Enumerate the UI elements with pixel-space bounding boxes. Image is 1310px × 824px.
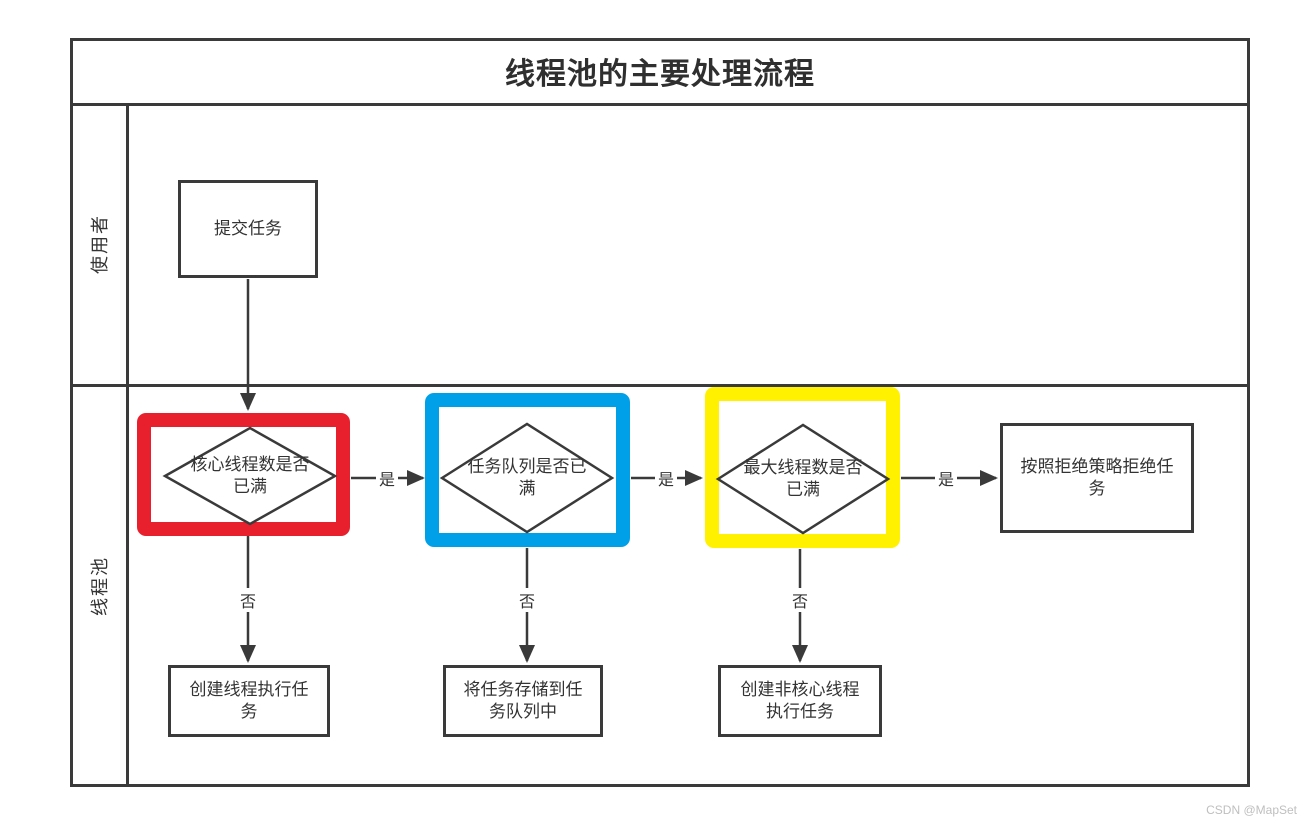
decision-task-queue-label: 任务队列是否已满: [467, 456, 587, 498]
decision-max-threads-label: 最大线程数是否已满: [743, 457, 863, 499]
decision-task-queue-diamond: [439, 422, 615, 534]
highlight-red-box: [137, 413, 350, 536]
edge-label-yes-2: 是: [654, 466, 678, 490]
node-create-noncore-thread: 创建非核心线程执行任务: [718, 665, 882, 737]
decision-max-threads-diamond: [715, 423, 891, 535]
decision-core-threads-diamond: [162, 426, 338, 526]
diagram-frame: [70, 38, 1250, 787]
lane-label-column-line: [126, 103, 129, 787]
edge-label-no-3: 否: [788, 588, 812, 612]
edge-label-yes-1: 是: [375, 466, 399, 490]
node-store-task-in-queue: 将任务存储到任务队列中: [443, 665, 603, 737]
watermark: CSDN @MapSet: [1206, 803, 1297, 817]
edge-label-no-1: 否: [236, 588, 260, 612]
lane-divider-line: [70, 384, 1250, 387]
highlight-blue-box: [425, 393, 630, 547]
decision-core-threads-label: 核心线程数是否已满: [190, 454, 310, 496]
title-divider-line: [70, 103, 1250, 106]
node-reject-by-policy: 按照拒绝策略拒绝任务: [1000, 423, 1194, 533]
edge-label-no-2: 否: [515, 588, 539, 612]
edge-label-yes-3: 是: [934, 466, 958, 490]
diagram-title: 线程池的主要处理流程: [505, 57, 815, 91]
node-submit-task: 提交任务: [178, 180, 318, 278]
highlight-yellow-box: [705, 387, 900, 548]
node-create-thread: 创建线程执行任务: [168, 665, 330, 737]
